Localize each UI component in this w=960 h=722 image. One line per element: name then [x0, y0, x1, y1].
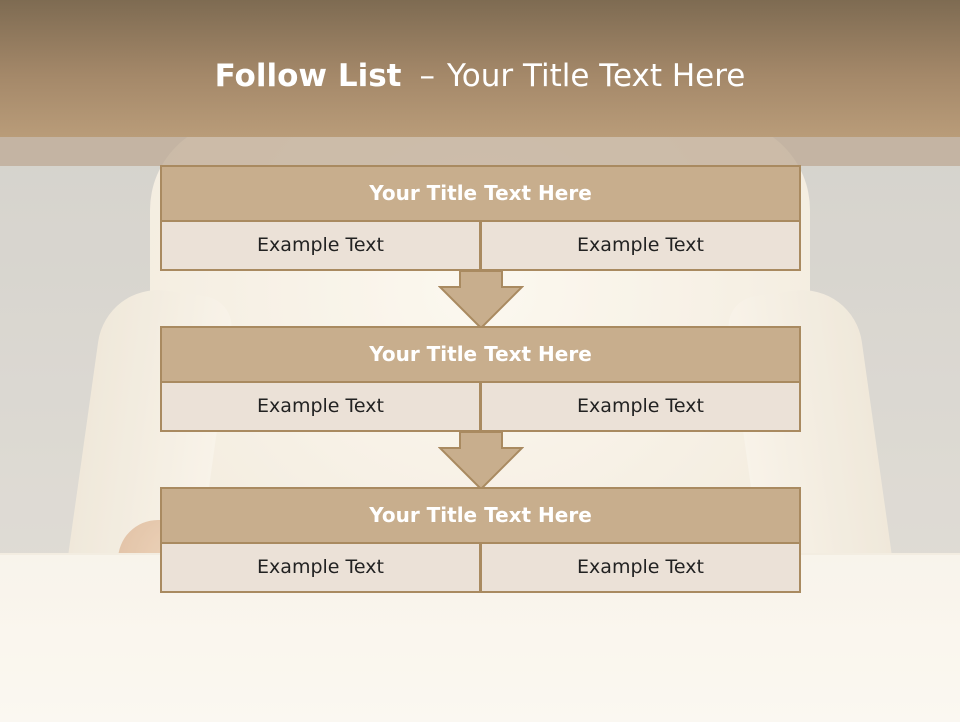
header-band [0, 0, 960, 137]
down-arrow-icon [438, 271, 524, 329]
follow-list-step-1: Your Title Text Here Example Text Exampl… [160, 165, 801, 271]
step-right-text: Example Text [480, 383, 801, 432]
slide-title: Follow List–Your Title Text Here [0, 56, 960, 96]
slide-title-bold: Follow List [214, 58, 402, 94]
step-title: Your Title Text Here [160, 165, 801, 222]
down-arrow-icon [438, 432, 524, 490]
follow-list-step-3: Your Title Text Here Example Text Exampl… [160, 487, 801, 593]
step-title: Your Title Text Here [160, 326, 801, 383]
header-strip [0, 137, 960, 166]
step-right-text: Example Text [480, 544, 801, 593]
step-title: Your Title Text Here [160, 487, 801, 544]
slide-title-rest: Your Title Text Here [446, 58, 746, 94]
step-left-text: Example Text [160, 544, 481, 593]
step-right-text: Example Text [480, 222, 801, 271]
slide-title-dash: – [419, 58, 435, 94]
follow-list-step-2: Your Title Text Here Example Text Exampl… [160, 326, 801, 432]
step-left-text: Example Text [160, 383, 481, 432]
step-left-text: Example Text [160, 222, 481, 271]
